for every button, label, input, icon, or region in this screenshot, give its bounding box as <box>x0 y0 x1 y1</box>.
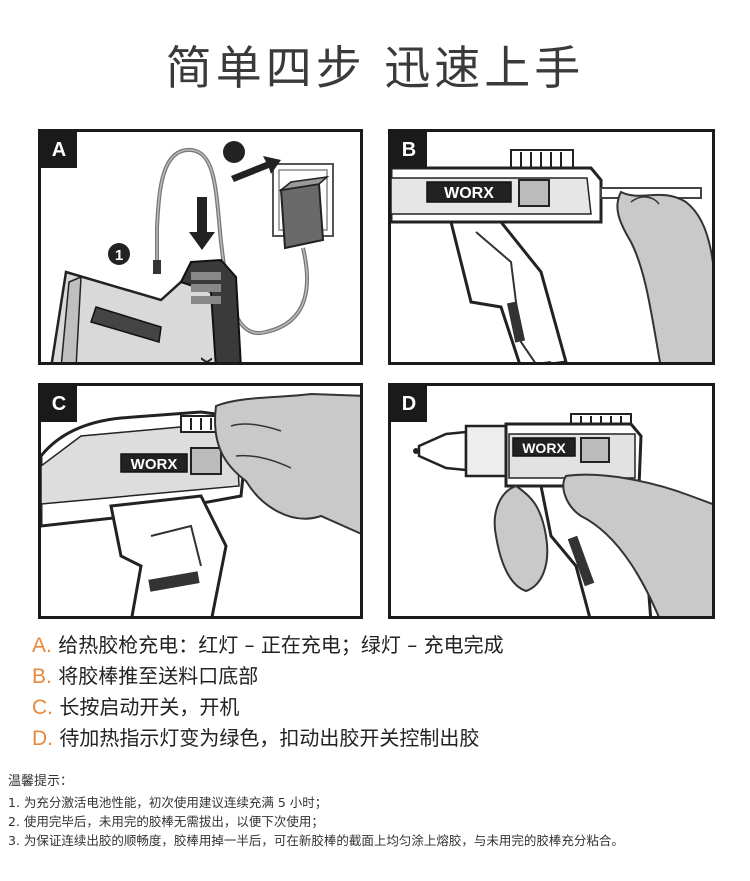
callout-1: 1 <box>115 247 123 264</box>
gun-handle <box>449 220 568 362</box>
step-a: A. 给热胶枪充电：红灯 – 正在充电；绿灯 – 充电完成 <box>32 630 504 661</box>
tip-item: 1. 为充分激活电池性能，初次使用建议连续充满 5 小时； <box>8 795 328 810</box>
panel-label-d: D <box>391 386 427 422</box>
gun-handle <box>109 494 228 616</box>
arrow-down <box>189 197 215 250</box>
tip-item: 3. 为保证连续出胶的顺畅度，胶棒用掉一半后，可在新胶棒的截面上均匀涂上熔胶，与… <box>8 833 624 848</box>
step-text: 将胶棒推至送料口底部 <box>58 664 259 688</box>
step-d-illustration: WORX D <box>388 383 715 619</box>
panel-label-c: C <box>41 386 77 422</box>
brand-logo: WORX <box>522 440 566 456</box>
nozzle <box>417 430 468 472</box>
step-c-illustration: WORX C <box>38 383 363 619</box>
brand-logo: WORX <box>131 456 178 473</box>
power-on-illustration: WORX <box>41 392 360 616</box>
step-text: 待加热指示灯变为绿色，扣动出胶开关控制出胶 <box>59 726 480 750</box>
hand <box>616 190 712 362</box>
dispense-glue-illustration: WORX <box>413 413 712 616</box>
step-d: D. 待加热指示灯变为绿色，扣动出胶开关控制出胶 <box>32 723 504 754</box>
tip-item: 2. 使用完毕后，未用完的胶棒无需拔出，以便下次使用； <box>8 814 324 829</box>
step-letter: D. <box>32 727 53 750</box>
page-title: 简单四步 迅速上手 <box>165 41 585 95</box>
panel-label-b: B <box>391 132 427 168</box>
insert-glue-stick-illustration: WORX <box>391 149 712 362</box>
brand-plate <box>512 437 576 457</box>
step-text: 长按启动开关，开机 <box>59 695 240 719</box>
hand <box>493 484 549 593</box>
step-b-illustration: WORX B <box>388 129 715 365</box>
callout-2-badge <box>223 141 245 163</box>
brand-plate <box>426 181 512 203</box>
tips-title: 温馨提示： <box>8 774 74 789</box>
arrow-2 <box>231 156 281 182</box>
brand-plate <box>120 453 188 473</box>
step-c: C. 长按启动开关，开机 <box>32 692 504 723</box>
charging-illustration: 1 X <box>50 141 334 365</box>
callout-1-badge <box>108 243 130 265</box>
step-text: 给热胶枪充电：红灯 – 正在充电；绿灯 – 充电完成 <box>58 633 504 657</box>
step-b: B. 将胶棒推至送料口底部 <box>32 661 504 692</box>
step-letter: C. <box>32 696 53 719</box>
panel-label-a: A <box>41 132 77 168</box>
tips-list: 1. 为充分激活电池性能，初次使用建议连续充满 5 小时； 2. 使用完毕后，未… <box>8 793 624 850</box>
brand-logo: WORX <box>444 185 494 202</box>
hand <box>214 392 360 535</box>
step-letter: B. <box>32 665 52 688</box>
steps-list: A. 给热胶枪充电：红灯 – 正在充电；绿灯 – 充电完成 B. 将胶棒推至送料… <box>32 630 504 754</box>
charger-adapter <box>279 182 325 250</box>
cable-plug <box>153 260 161 274</box>
step-a-illustration: 1 X A <box>38 129 363 365</box>
step-letter: A. <box>32 634 52 657</box>
svg-text:X: X <box>197 357 214 365</box>
